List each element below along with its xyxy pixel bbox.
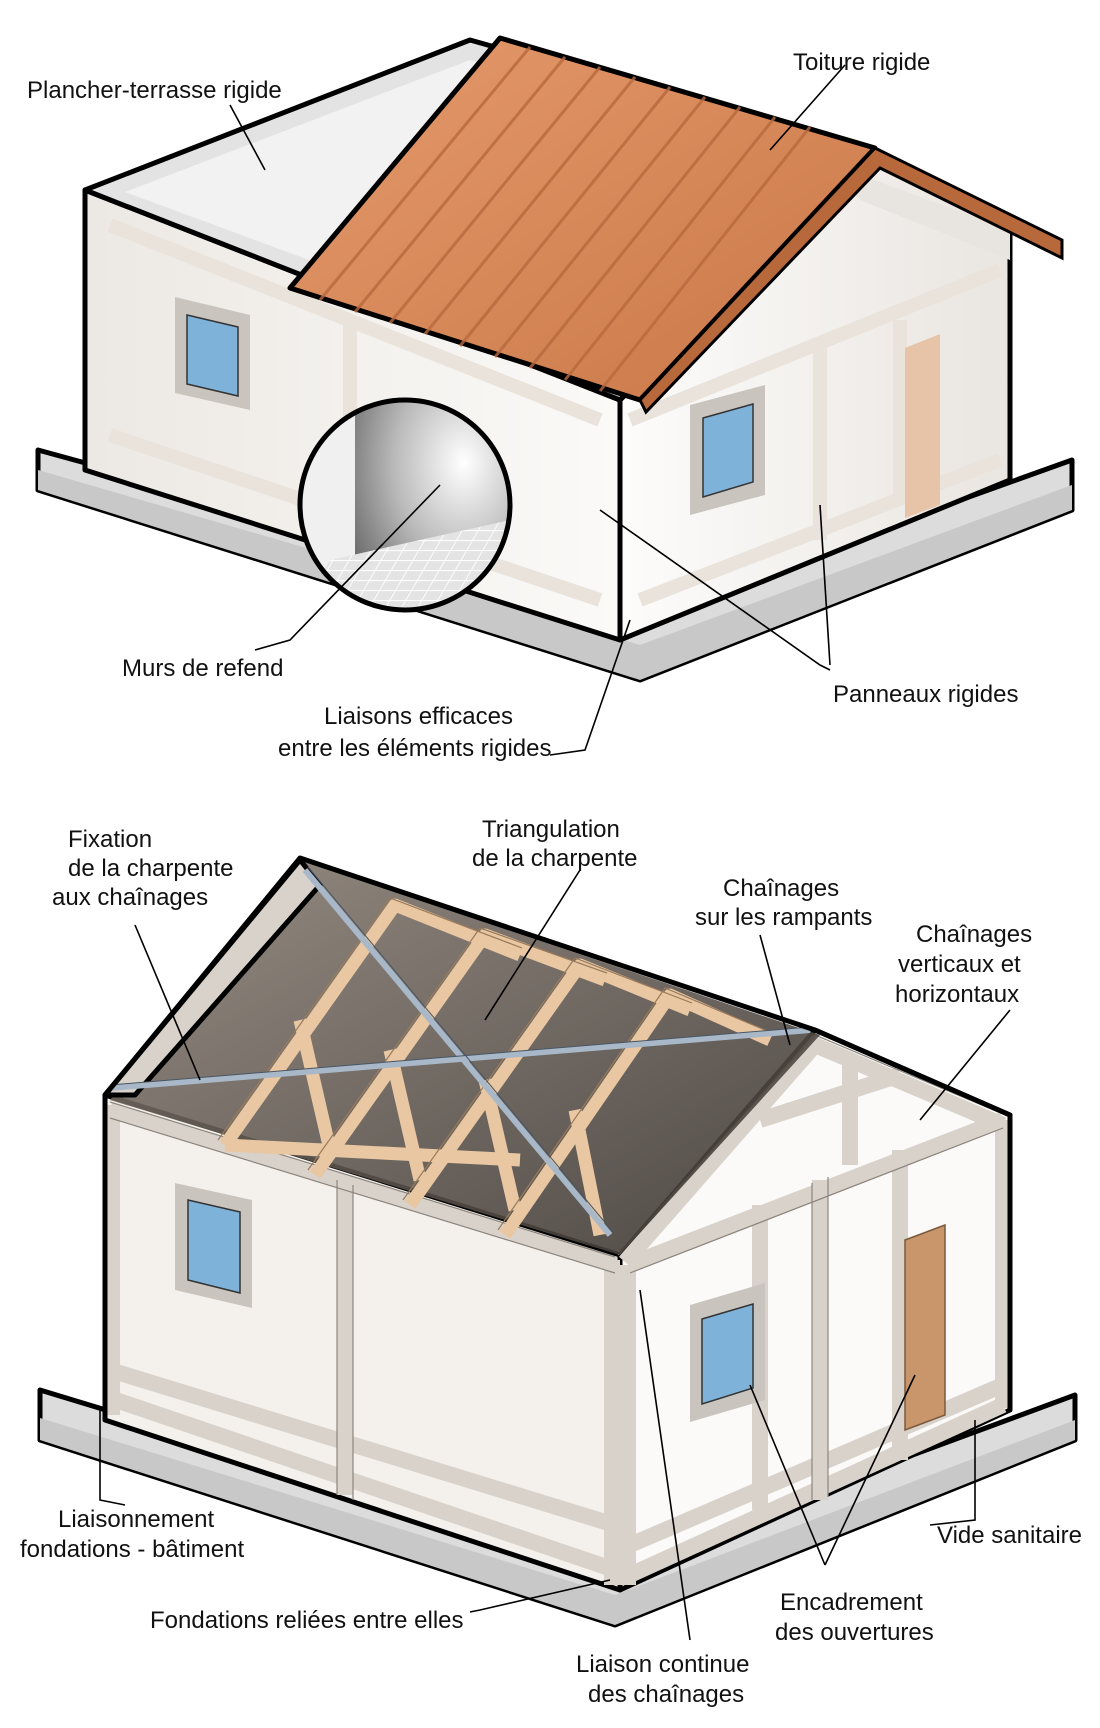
label-encadrement-1: Encadrement (780, 1589, 923, 1616)
top-leaders (229, 64, 846, 756)
label-triangulation-2: de la charpente (472, 845, 637, 872)
top-window-left (175, 297, 250, 410)
label-fixation-1: Fixation (68, 826, 152, 853)
bottom-window-right (690, 1283, 765, 1422)
label-liaisonnement-1: Liaisonnement (58, 1506, 214, 1533)
bottom-base-edge (40, 1418, 1075, 1625)
top-labels: Plancher-terrasse rigide Toiture rigide … (27, 49, 1018, 762)
label-plancher-terrasse: Plancher-terrasse rigide (27, 77, 282, 104)
bottom-door (904, 1223, 946, 1432)
label-murs-refend: Murs de refend (122, 655, 283, 682)
top-base-edge (38, 470, 1072, 680)
label-verticaux-2: verticaux et (898, 951, 1021, 978)
label-rampants-2: sur les rampants (695, 904, 872, 931)
bottom-left-frame-edges (109, 1101, 616, 1500)
bottom-labels: Fixation de la charpente aux chaînages T… (20, 816, 1082, 1708)
label-fixation-3: aux chaînages (52, 884, 208, 911)
bottom-right-frames (618, 1035, 1011, 1585)
label-liaisonnement-2: fondations - bâtiment (20, 1536, 244, 1563)
label-fondations: Fondations reliées entre elles (150, 1607, 464, 1634)
bottom-bracing-edges (109, 866, 811, 1233)
label-verticaux-1: Chaînages (916, 921, 1032, 948)
label-panneaux-rigides: Panneaux rigides (833, 681, 1018, 708)
top-gable (820, 160, 1010, 260)
label-toiture-rigide: Toiture rigide (793, 49, 930, 76)
bottom-house (37, 855, 1078, 1628)
bottom-window-left (175, 1183, 252, 1308)
label-continue-1: Liaison continue (576, 1651, 749, 1678)
bottom-truss-outlines (217, 897, 773, 1231)
label-liaisons-efficaces-2: entre les éléments rigides (278, 735, 551, 762)
label-triangulation-1: Triangulation (482, 816, 620, 843)
label-continue-2: des chaînages (588, 1681, 744, 1708)
top-window-right (690, 385, 765, 515)
label-encadrement-2: des ouvertures (775, 1619, 934, 1646)
label-verticaux-3: horizontaux (895, 981, 1019, 1008)
bottom-leaders (99, 869, 1011, 1641)
bottom-bracing (109, 868, 811, 1237)
label-fixation-2: de la charpente (68, 855, 233, 882)
label-vide-sanitaire: Vide sanitaire (937, 1522, 1082, 1549)
top-roof (287, 35, 1064, 415)
label-liaisons-efficaces-1: Liaisons efficaces (324, 703, 513, 730)
top-magnifier (297, 397, 513, 613)
bottom-house-outline (102, 855, 1013, 1420)
bottom-trusses (219, 898, 773, 1239)
top-door (905, 334, 940, 518)
bottom-left-frames (104, 1102, 620, 1585)
top-house (35, 35, 1075, 683)
label-rampants-1: Chaînages (723, 875, 839, 902)
